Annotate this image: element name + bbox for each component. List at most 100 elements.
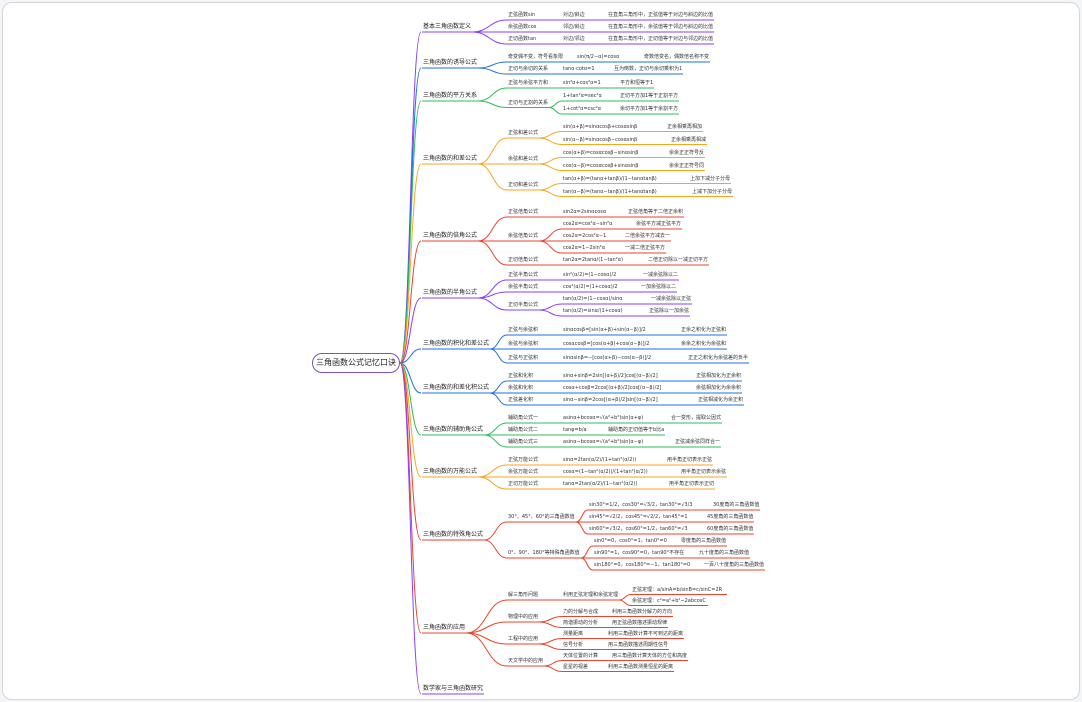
branch-7-0-0[interactable]: sinα+sinβ=2sin[(α+β)/2]cos[(α−β)/2] [563, 373, 658, 379]
branch-10[interactable]: 三角函数的特殊角公式 [423, 531, 484, 538]
branch-0-1-0-0[interactable]: 在直角三角形中，余弦值等于邻边与斜边的比值 [608, 24, 714, 30]
branch-4-1-1-0[interactable]: 二倍余弦平方减去一 [625, 233, 671, 239]
branch-10-1-1[interactable]: sin90°=1，cos90°=0，tan90°不存在 [594, 550, 685, 556]
branch-7-0-0-0[interactable]: 正弦相加化为正余积 [696, 373, 742, 379]
branch-0-2-0-0[interactable]: 在直角三角形中，正切值等于对边与邻边的比值 [608, 36, 714, 42]
branch-0-1[interactable]: 余弦函数cos [508, 24, 537, 30]
branch-11-3-1[interactable]: 星星的视差 [563, 663, 589, 670]
branch-1-1[interactable]: 正切与余切的关系 [508, 66, 549, 72]
branch-3-1[interactable]: 余弦和差公式 [508, 156, 539, 162]
branch-4-1-0[interactable]: cos2α=cos²α−sin²α [563, 221, 613, 227]
branch-9-1-0[interactable]: cosα=(1−tan²(α/2))/(1+tan²(α/2)) [563, 469, 648, 475]
branch-5-0-0-0[interactable]: 一减余弦除以二 [643, 272, 679, 278]
branch-11-0-0[interactable]: 利用正弦定理和余弦定理 [563, 592, 619, 598]
branch-0-0[interactable]: 正弦函数sin [508, 12, 536, 18]
branch-8[interactable]: 三角函数的辅助角公式 [423, 426, 484, 433]
branch-9-1[interactable]: 余弦万能公式 [508, 469, 539, 475]
branch-10-0-1[interactable]: sin45°=√2/2，cos45°=√2/2，tan45°=1 [589, 514, 688, 520]
branch-7-1[interactable]: 余弦和化积 [508, 385, 534, 391]
branch-3-1-0[interactable]: cos(α+β)=cosαcosβ−sinαsinβ [563, 149, 639, 156]
branch-7-0[interactable]: 正弦和化积 [508, 373, 534, 379]
branch-11-0-0-0[interactable]: 正弦定理：a/sinA=b/sinB=c/sinC=2R [632, 586, 723, 593]
branch-7-2[interactable]: 正弦差化积 [508, 397, 534, 403]
branch-9-2[interactable]: 正切万能公式 [508, 481, 539, 487]
branch-4-0-0-0[interactable]: 正弦倍角等于二倍正余积 [628, 209, 684, 215]
branch-10-0-0-0[interactable]: 30度角的三角函数值 [713, 502, 760, 508]
branch-4-2[interactable]: 正切倍角公式 [508, 257, 539, 263]
branch-11-2-1[interactable]: 信号分析 [563, 641, 584, 648]
branch-3-0-0-0[interactable]: 正余相乘再相加 [667, 123, 703, 130]
branch-5-2-0-0[interactable]: 一减余弦除以正弦 [651, 296, 692, 302]
branch-0-1-0[interactable]: 邻边/斜边 [563, 24, 585, 30]
branch-5-1[interactable]: 余弦半角公式 [508, 284, 539, 290]
branch-3-1-0-0[interactable]: 余余正正符号反 [669, 149, 705, 156]
branch-6[interactable]: 三角函数的积化和差公式 [423, 340, 490, 347]
branch-11-1-0-0[interactable]: 利用三角函数分解力的方向 [612, 608, 673, 615]
branch-1-0[interactable]: 奇变偶不变，符号看象限 [508, 54, 564, 60]
branch-4[interactable]: 三角函数的倍角公式 [423, 232, 478, 239]
branch-1-1-0[interactable]: tanα·cotα=1 [563, 66, 595, 72]
branch-8-1[interactable]: 辅助角公式二 [508, 427, 539, 433]
branch-4-2-0[interactable]: tan2α=2tanα/(1−tan²α) [563, 257, 623, 263]
branch-5-2-1-0[interactable]: 正弦除以一加余弦 [649, 308, 690, 314]
branch-8-0-0[interactable]: asinα+bcosα=√(a²+b²)sin(α+φ) [563, 415, 644, 421]
branch-10-1-0-0[interactable]: 零度角的三角函数值 [681, 538, 727, 544]
branch-6-0-0[interactable]: sinαcosβ=[sin(α+β)+sin(α−β)]/2 [563, 327, 646, 333]
branch-10-0-1-0[interactable]: 45度角的三角函数值 [707, 514, 754, 520]
branch-1[interactable]: 三角函数的诱导公式 [423, 59, 478, 66]
branch-9-0[interactable]: 正弦万能公式 [508, 457, 539, 463]
branch-6-1-0-0[interactable]: 余余之积化为余弦和 [681, 341, 727, 347]
branch-3-1-1-0[interactable]: 余余正正符号同 [669, 162, 705, 169]
root-node[interactable]: 三角函数公式记忆口诀 [312, 353, 400, 373]
branch-3-2[interactable]: 正切和差公式 [508, 182, 539, 188]
branch-10-1-1-0[interactable]: 九十度角的三角函数值 [699, 550, 750, 556]
branch-7-1-0-0[interactable]: 余弦相加化为余余积 [696, 385, 742, 391]
branch-11-3-0[interactable]: 天体位置的计算 [563, 652, 599, 659]
branch-8-0-0-0[interactable]: 合一变形，提取公因式 [671, 415, 722, 421]
branch-4-0[interactable]: 正弦倍角公式 [508, 209, 539, 215]
branch-6-2[interactable]: 正弦与正弦积 [508, 355, 539, 361]
branch-5[interactable]: 三角函数的半角公式 [423, 289, 478, 296]
branch-5-2-0[interactable]: tan(α/2)=(1−cosα)/sinα [563, 296, 623, 302]
branch-6-0-0-0[interactable]: 正余之积化为正弦和 [681, 327, 727, 333]
branch-11-1[interactable]: 物理中的应用 [508, 614, 539, 620]
branch-11-1-0[interactable]: 力的分解与合成 [563, 608, 599, 615]
branch-7-2-0-0[interactable]: 正弦相减化为余正积 [698, 397, 744, 403]
branch-0[interactable]: 基本三角函数定义 [423, 23, 472, 30]
branch-5-2[interactable]: 正切半角公式 [508, 302, 539, 308]
branch-2-1-1[interactable]: 1+cot²α=csc²α [563, 106, 602, 112]
branch-10-1[interactable]: 0°、90°、180°等特殊角函数值 [508, 550, 580, 556]
branch-10-0-2-0[interactable]: 60度角的三角函数值 [707, 526, 754, 532]
branch-3-0-1-0[interactable]: 正余相乘再相减 [671, 136, 707, 143]
branch-0-2-0[interactable]: 对边/邻边 [563, 36, 585, 42]
branch-11-2-0-0[interactable]: 利用三角函数计算不可到达的距离 [608, 630, 684, 637]
branch-8-0[interactable]: 辅助角公式一 [508, 415, 539, 421]
branch-1-1-0-0[interactable]: 互为倒数，正切与余切乘积为1 [614, 66, 683, 72]
branch-0-0-0-0[interactable]: 在直角三角形中，正弦值等于对边与斜边的比值 [608, 12, 714, 18]
branch-6-0[interactable]: 正弦与余弦积 [508, 327, 539, 333]
branch-9-0-0-0[interactable]: 用半角正切表示正弦 [667, 457, 713, 463]
branch-4-1[interactable]: 余弦倍角公式 [508, 233, 539, 239]
branch-10-1-2[interactable]: sin180°=0，cos180°=−1，tan180°=0 [594, 562, 691, 568]
branch-11-2-1-0[interactable]: 用三角函数描述周期性信号 [608, 641, 669, 648]
branch-4-1-0-0[interactable]: 余弦平方减正弦平方 [636, 221, 682, 227]
branch-12[interactable]: 数学家与三角函数研究 [423, 685, 484, 692]
branch-0-2[interactable]: 正切函数tan [508, 36, 537, 42]
branch-4-1-1[interactable]: cos2α=2cos²α−1 [563, 233, 607, 239]
branch-11-3-0-0[interactable]: 用三角函数计算天体的方位和高度 [612, 652, 688, 659]
branch-9-0-0[interactable]: sinα=2tan(α/2)/(1+tan²(α/2)) [563, 457, 637, 463]
branch-3[interactable]: 三角函数的和差公式 [423, 155, 478, 162]
branch-2-1[interactable]: 正切与正割的关系 [508, 99, 549, 106]
branch-4-0-0[interactable]: sin2α=2sinαcosα [563, 209, 607, 215]
branch-3-0[interactable]: 正弦和差公式 [508, 130, 539, 136]
branch-11-0[interactable]: 解三角形问题 [508, 592, 539, 598]
branch-3-1-1[interactable]: cos(α−β)=cosαcosβ+sinαsinβ [563, 162, 639, 169]
branch-6-1[interactable]: 余弦与余弦积 [508, 341, 539, 347]
branch-2-1-1-0[interactable]: 余切平方加1等于余割平方 [620, 106, 679, 112]
branch-5-0-0[interactable]: sin²(α/2)=(1−cosα)/2 [563, 272, 617, 278]
branch-11-2-0[interactable]: 测量距离 [563, 630, 584, 637]
branch-8-2[interactable]: 辅助角公式三 [508, 439, 539, 445]
branch-1-0-0[interactable]: sin(π/2−α)=cosα [577, 54, 620, 60]
branch-3-2-0-0[interactable]: 上加下减分子分母 [690, 175, 731, 182]
branch-10-0[interactable]: 30°、45°、60°的三角函数值 [508, 514, 575, 520]
